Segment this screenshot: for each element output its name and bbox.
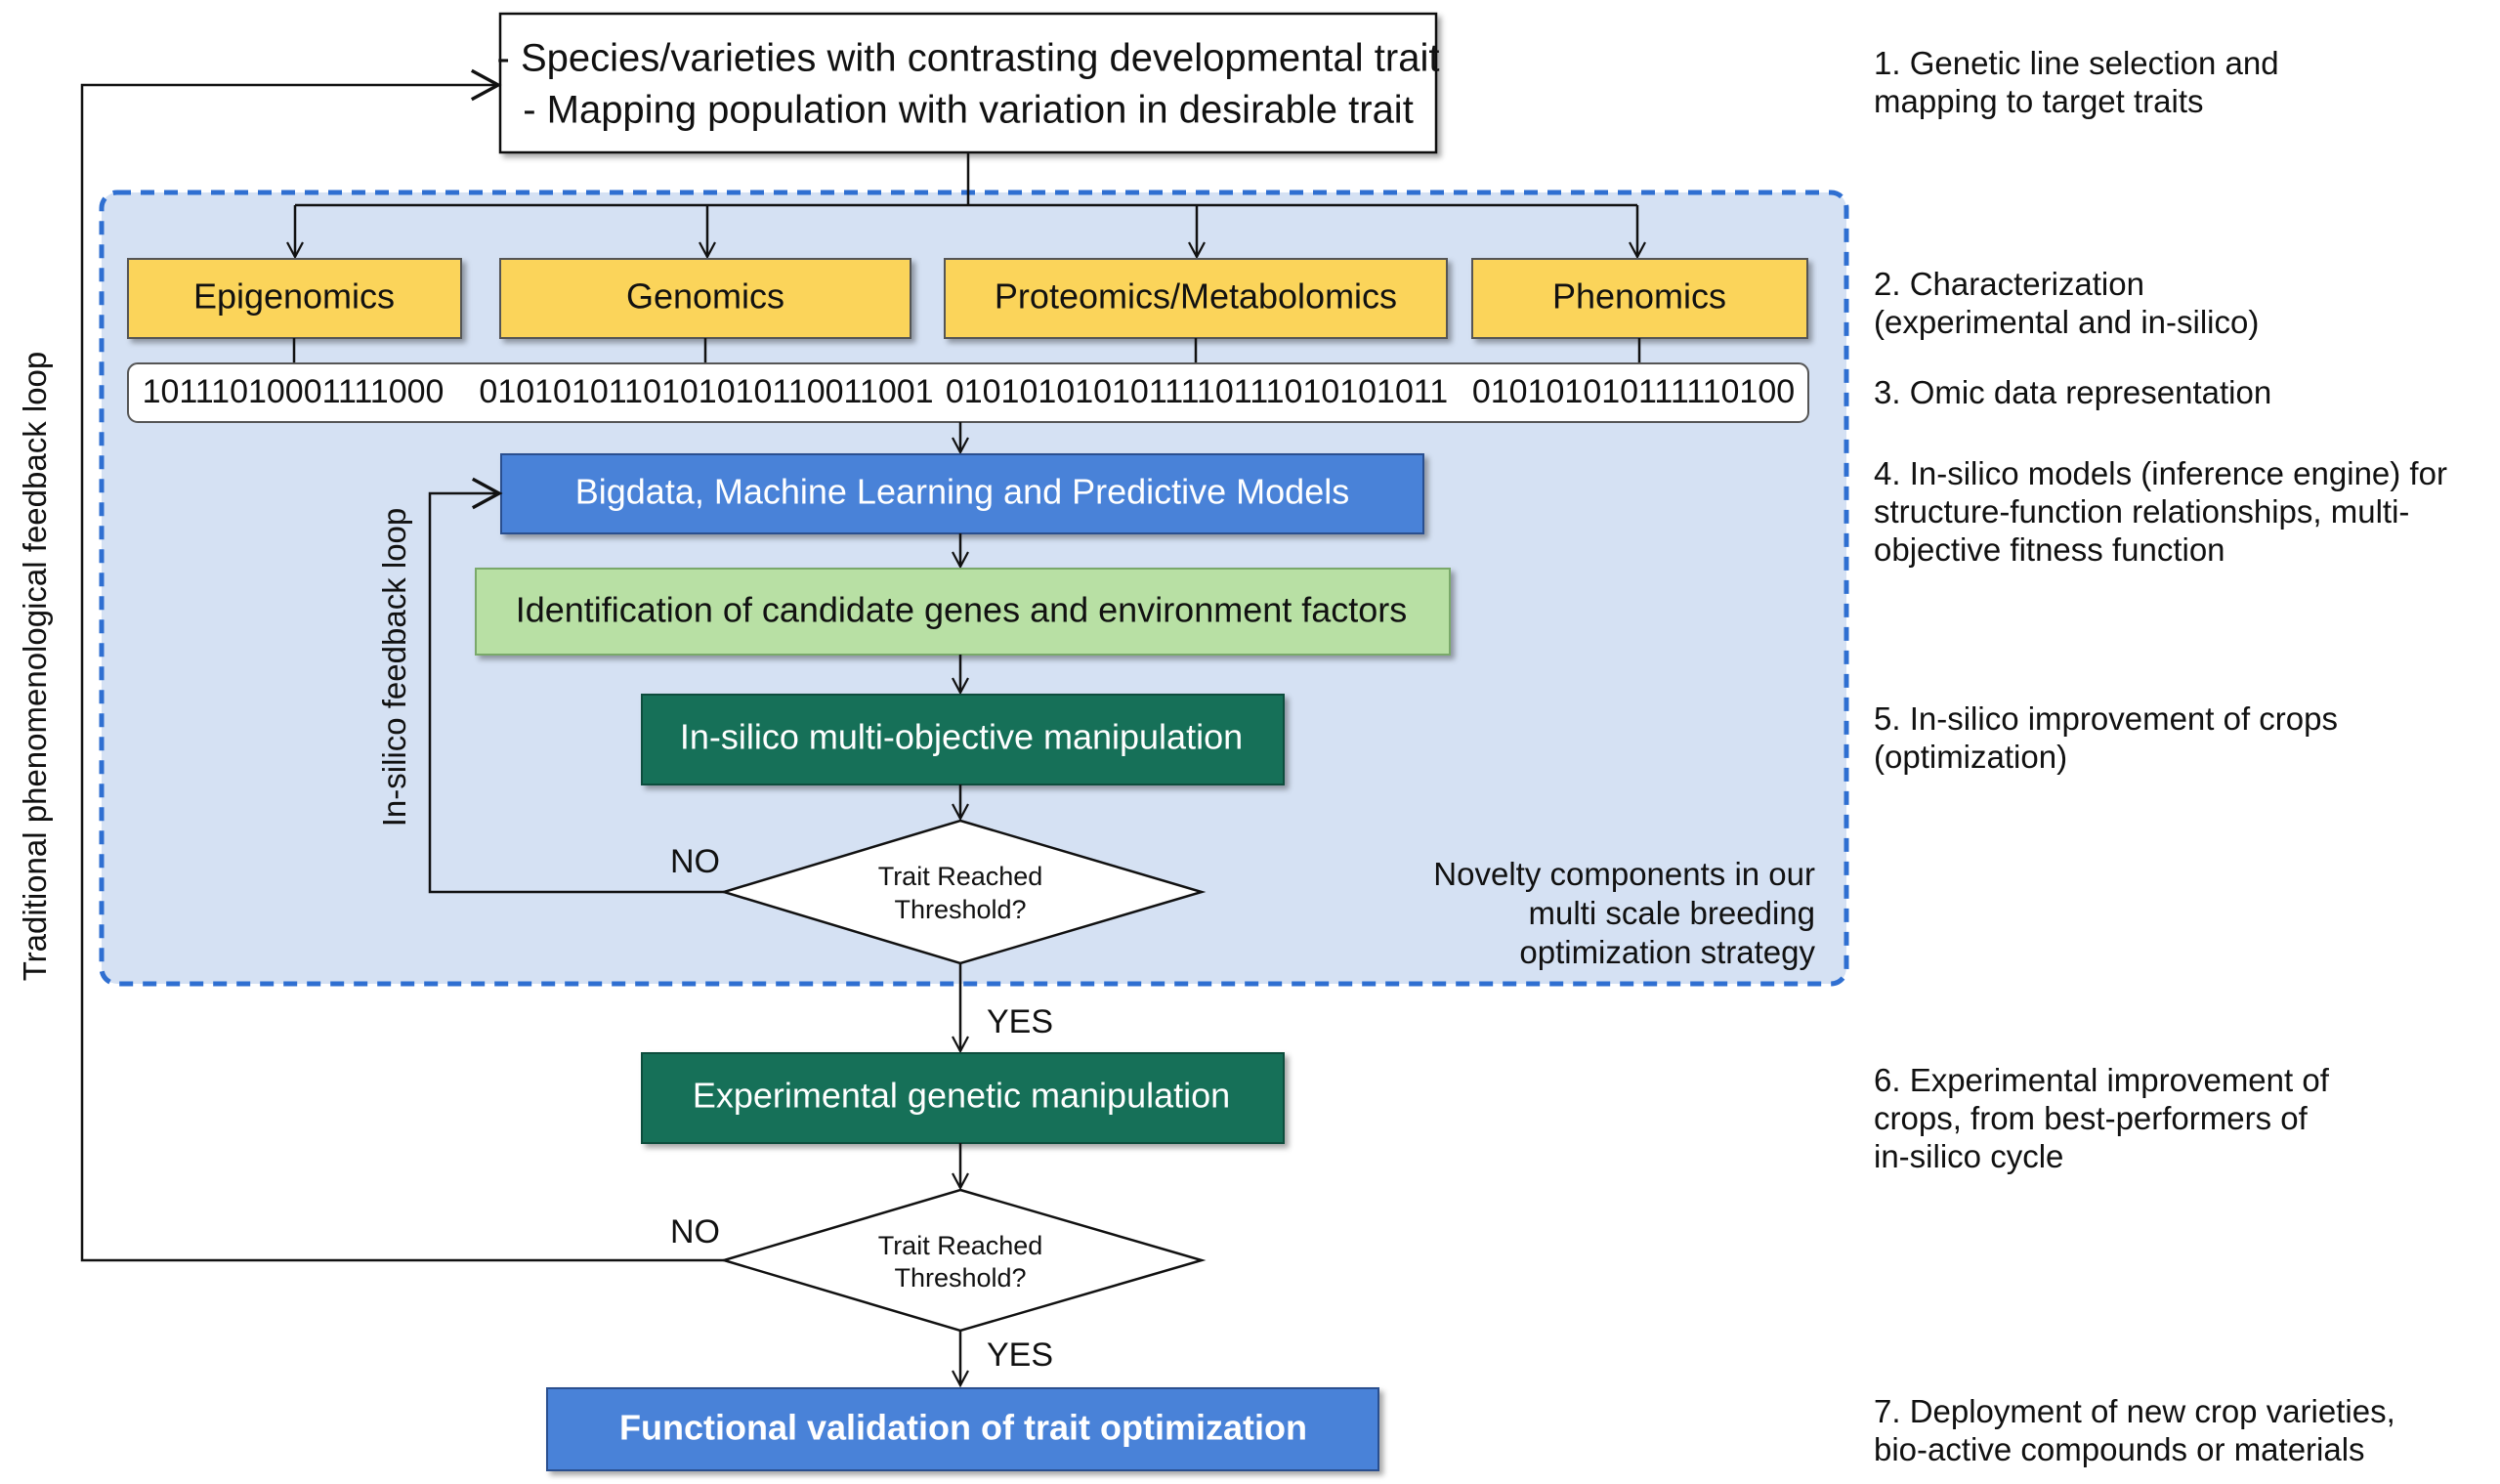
bigdata-label: Bigdata, Machine Learning and Predictive… bbox=[575, 472, 1349, 512]
decision1-line1: Trait Reached bbox=[878, 862, 1043, 891]
insilico-box bbox=[641, 694, 1285, 785]
candidate-box bbox=[475, 568, 1451, 656]
step6-line2: crops, from best-performers of bbox=[1874, 1100, 2309, 1136]
traditional-feedback-loop bbox=[80, 68, 724, 1262]
final-box bbox=[546, 1387, 1379, 1471]
candidate-label: Identification of candidate genes and en… bbox=[516, 590, 1408, 630]
omic-data-bar bbox=[127, 362, 1809, 423]
phenomics-box bbox=[1471, 258, 1808, 339]
step3-line1: 3. Omic data representation bbox=[1874, 374, 2271, 410]
experimental-box bbox=[641, 1052, 1285, 1144]
steps-column: 1. Genetic line selection and mapping to… bbox=[1874, 45, 2447, 1467]
no-label-1: NO bbox=[670, 843, 720, 880]
step6-line1: 6. Experimental improvement of bbox=[1874, 1062, 2330, 1098]
phenomics-label: Phenomics bbox=[1552, 276, 1726, 317]
decision2-line1: Trait Reached bbox=[878, 1231, 1043, 1260]
genomics-box bbox=[499, 258, 911, 339]
yes-label-2: YES bbox=[987, 1336, 1053, 1374]
insilico-label: In-silico multi-objective manipulation bbox=[680, 717, 1243, 757]
novelty-line1: Novelty components in our bbox=[1433, 856, 1815, 892]
genetic-line-text-1: - Species/varieties with contrasting dev… bbox=[497, 37, 1440, 80]
epigenomics-label: Epigenomics bbox=[193, 276, 395, 317]
phenomics-binary: 010101010111110100 bbox=[1472, 373, 1795, 410]
genetic-line-text-2: - Mapping population with variation in d… bbox=[523, 89, 1414, 132]
final-label: Functional validation of trait optimizat… bbox=[619, 1408, 1307, 1448]
step1-line1: 1. Genetic line selection and bbox=[1874, 45, 2279, 81]
decision2-line2: Threshold? bbox=[894, 1263, 1026, 1293]
experimental-label: Experimental genetic manipulation bbox=[693, 1076, 1230, 1116]
proteomics-binary: 0101010101011110111010101011 bbox=[946, 373, 1448, 410]
step1-line2: mapping to target traits bbox=[1874, 83, 2204, 119]
decision1-line2: Threshold? bbox=[894, 895, 1026, 924]
step6-line3: in-silico cycle bbox=[1874, 1138, 2063, 1174]
genetic-line-box bbox=[498, 12, 1438, 154]
traditional-loop-label: Traditional phenomenological feedback lo… bbox=[17, 352, 53, 982]
decision2-diamond bbox=[719, 1188, 1207, 1333]
novelty-line2: multi scale breeding bbox=[1529, 895, 1816, 931]
novelty-line3: optimization strategy bbox=[1519, 934, 1815, 970]
bigdata-box bbox=[500, 453, 1424, 534]
proteomics-label: Proteomics/Metabolomics bbox=[995, 276, 1397, 317]
step4-line3: objective fitness function bbox=[1874, 531, 2225, 568]
genomics-label: Genomics bbox=[626, 276, 784, 317]
step2-line1: 2. Characterization bbox=[1874, 266, 2144, 302]
step5-line2: (optimization) bbox=[1874, 739, 2067, 775]
epigenomics-binary: 10111010001111000 bbox=[143, 373, 445, 410]
insilico-feedback-loop bbox=[428, 477, 724, 894]
step7-line2: bio-active compounds or materials bbox=[1874, 1431, 2365, 1467]
epigenomics-box bbox=[127, 258, 462, 339]
step5-line1: 5. In-silico improvement of crops bbox=[1874, 700, 2338, 737]
step4-line2: structure-function relationships, multi- bbox=[1874, 493, 2409, 530]
step7-line1: 7. Deployment of new crop varieties, bbox=[1874, 1393, 2395, 1429]
genomics-binary: 0101010110101010110011001 bbox=[479, 373, 933, 410]
no-label-2: NO bbox=[670, 1213, 720, 1251]
step4-line1: 4. In-silico models (inference engine) f… bbox=[1874, 455, 2447, 491]
yes-label-1: YES bbox=[987, 1003, 1053, 1040]
insilico-loop-label: In-silico feedback loop bbox=[376, 508, 412, 827]
step2-line2: (experimental and in-silico) bbox=[1874, 304, 2259, 340]
omics-connector bbox=[286, 152, 1646, 260]
